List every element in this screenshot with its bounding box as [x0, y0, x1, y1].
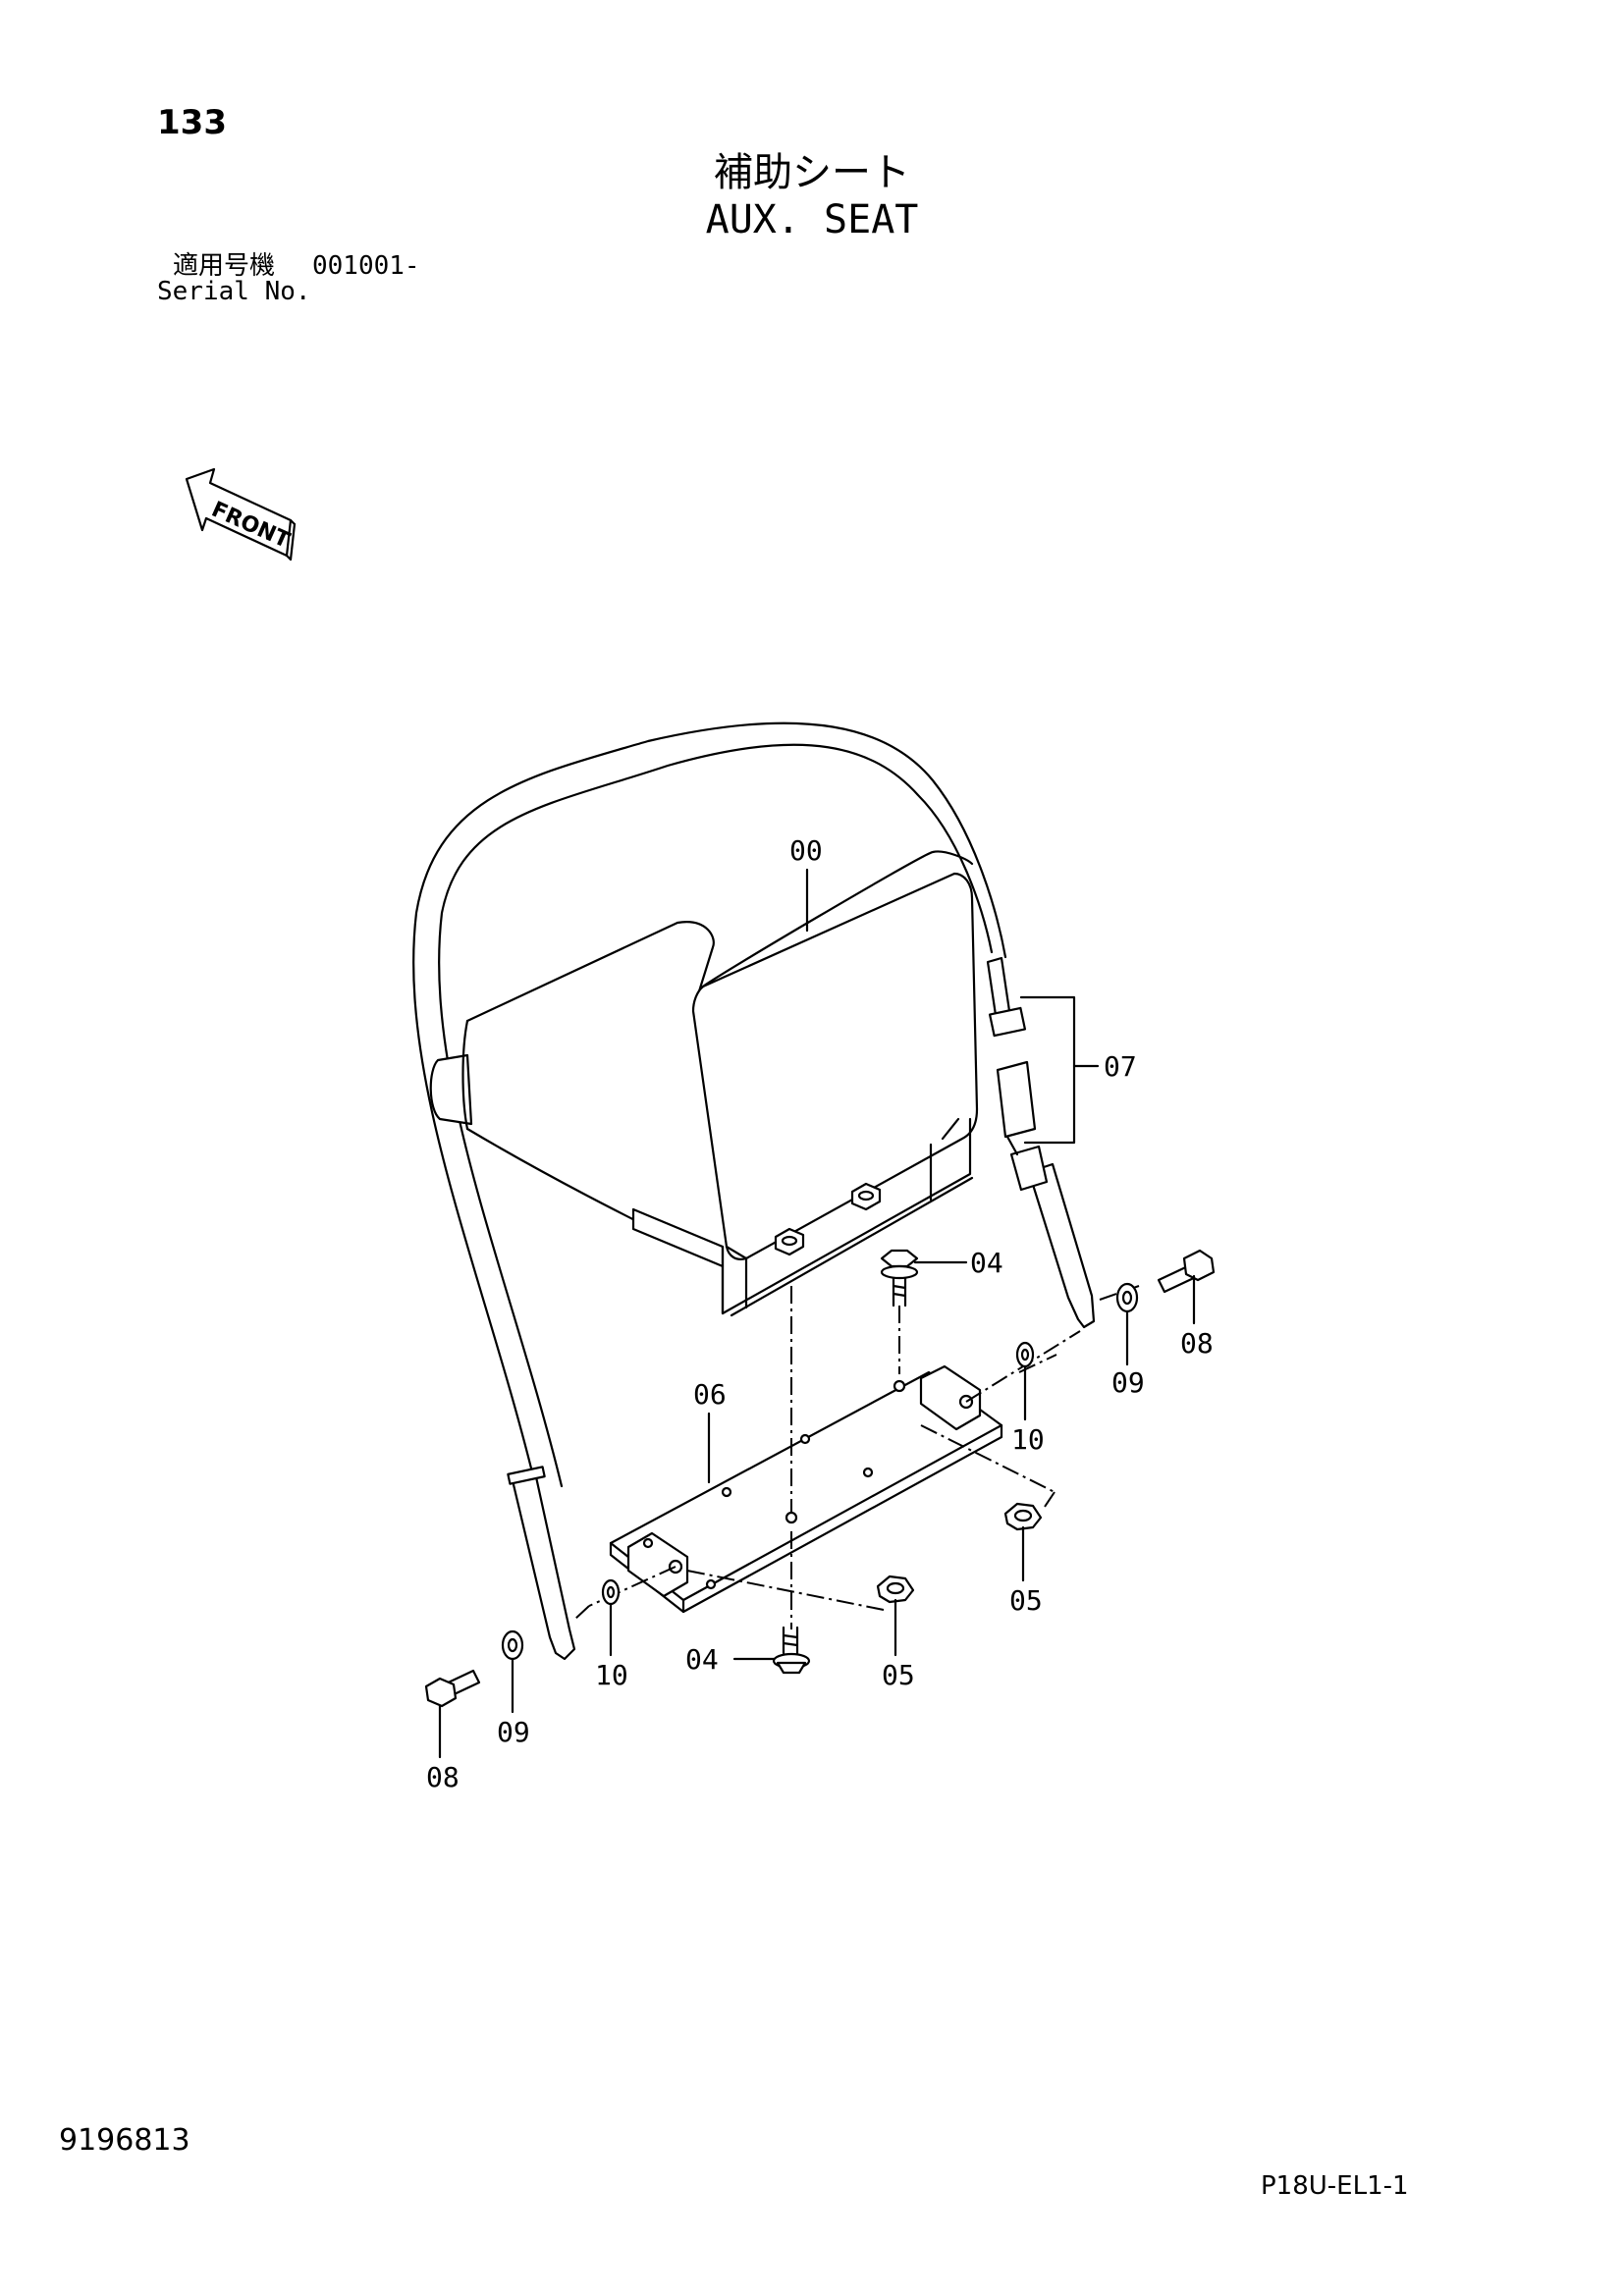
callout-08-left: 08: [426, 1761, 460, 1793]
serial-number-value: 001001-: [312, 251, 420, 281]
mounting-plate: [609, 1364, 1003, 1614]
callout-09-right: 09: [1111, 1366, 1145, 1399]
page-number: 133: [157, 103, 227, 142]
serial-label-japanese: 適用号機: [173, 251, 276, 281]
callout-07: 07: [1104, 1050, 1137, 1083]
callout-10-left: 10: [595, 1659, 628, 1691]
page-title-japanese: 補助シート: [714, 150, 910, 195]
callout-06: 06: [693, 1378, 727, 1411]
callout-05-right: 05: [1009, 1584, 1043, 1617]
page-code: P18U-EL1-1: [1261, 2171, 1409, 2201]
seat-belt: [412, 721, 1096, 1661]
callout-08-right: 08: [1180, 1327, 1214, 1360]
callout-05-center: 05: [882, 1659, 915, 1691]
fasteners: [424, 1249, 1216, 1708]
serial-label-english: Serial No.: [157, 277, 311, 306]
seat-belt-buckle: [986, 956, 1049, 1192]
callout-labels: 00 07 04 08 09 10 06 05 05 10 04 09 08: [426, 834, 1214, 1793]
callout-10-right: 10: [1011, 1423, 1045, 1456]
page-title-english: AUX. SEAT: [705, 197, 919, 242]
callout-09-left: 09: [497, 1716, 530, 1748]
seat-cushion: [429, 850, 979, 1317]
front-arrow-icon: FRONT: [185, 467, 297, 561]
callout-00: 00: [789, 834, 823, 867]
callout-04-bottom: 04: [685, 1643, 719, 1676]
document-id: 9196813: [59, 2123, 190, 2158]
callout-leaders: [438, 868, 1196, 1759]
callout-04-top: 04: [970, 1247, 1003, 1279]
